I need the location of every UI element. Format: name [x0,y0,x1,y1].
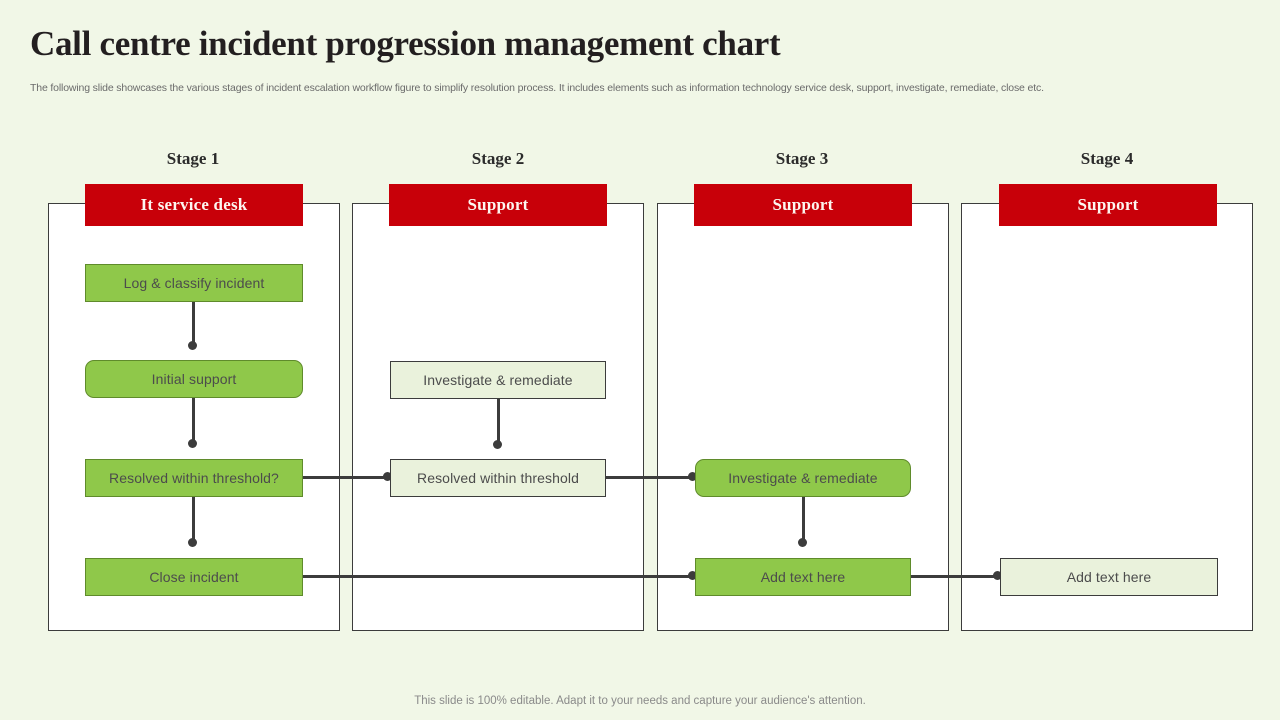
connector-dot-s4-addtext-in [993,571,1002,580]
stage-frame-2 [352,203,644,631]
connector-s3-to-s4 [911,575,1001,578]
connector-s2-n1-n2 [497,398,500,444]
stage-header-label-4: Support [1077,195,1139,214]
connector-s1-to-s2 [302,476,390,479]
node-initial-support[interactable]: Initial support [85,360,303,398]
connector-dot-s3-n2 [798,538,807,547]
stage-label-1: Stage 1 [166,149,220,168]
node-s2-resolved-within-threshold[interactable]: Resolved within threshold [390,459,606,497]
stage-header-3[interactable]: Support [694,184,912,226]
connector-s3-n1-n2 [802,497,805,545]
page-title: Call centre incident progression managem… [30,24,781,63]
page-subtitle: The following slide showcases the variou… [30,82,1044,94]
node-resolved-within-threshold-question[interactable]: Resolved within threshold? [85,459,303,497]
node-s3-investigate-remediate[interactable]: Investigate & remediate [695,459,911,497]
connector-dot-s3-investigate-in [688,472,697,481]
node-log-classify-incident[interactable]: Log & classify incident [85,264,303,302]
stage-header-label-3: Support [772,195,834,214]
node-s4-add-text-here[interactable]: Add text here [1000,558,1218,596]
connector-dot-s2-n2 [493,440,502,449]
node-s3-add-text-here[interactable]: Add text here [695,558,911,596]
stage-header-2[interactable]: Support [389,184,607,226]
node-close-incident[interactable]: Close incident [85,558,303,596]
node-s2-investigate-remediate[interactable]: Investigate & remediate [390,361,606,399]
connector-s1-n3-n4 [192,497,195,545]
connector-s1-n2-n3 [192,398,195,446]
connector-dot-s2-threshold-in [383,472,392,481]
stage-label-4: Stage 4 [1080,149,1134,168]
connector-s1-close-to-s3 [302,575,696,578]
stage-header-4[interactable]: Support [999,184,1217,226]
connector-dot-s3-addtext-in [688,571,697,580]
stage-header-label-1: It service desk [140,195,248,214]
connector-s1-n1-n2 [192,300,195,348]
stage-header-label-2: Support [467,195,529,214]
connector-dot-s1-n2 [188,341,197,350]
connector-dot-s1-n3 [188,439,197,448]
stage-label-2: Stage 2 [471,149,525,168]
connector-dot-s1-n4 [188,538,197,547]
connector-s2-to-s3 [606,476,696,479]
footer-note: This slide is 100% editable. Adapt it to… [414,695,866,707]
stage-header-1[interactable]: It service desk [85,184,303,226]
stage-label-3: Stage 3 [775,149,829,168]
